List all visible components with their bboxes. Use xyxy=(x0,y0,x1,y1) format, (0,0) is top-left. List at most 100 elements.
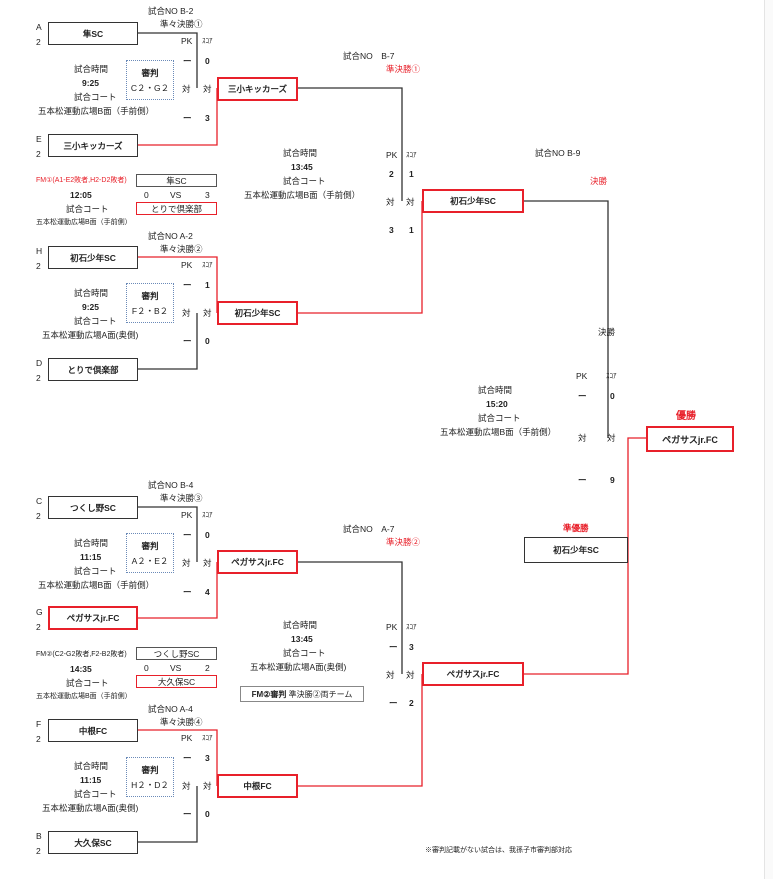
qf3-court-label: 試合コート xyxy=(74,566,117,576)
qf3-bottom-team[interactable]: ペガサスjr.FC xyxy=(48,606,138,630)
qf2-court-label: 試合コート xyxy=(74,316,117,326)
qf3-pk-top: ー xyxy=(183,530,192,540)
qf2-pk-top: ー xyxy=(183,280,192,290)
sf1-round: 準決勝① xyxy=(386,64,421,74)
sf1-time-label: 試合時間 xyxy=(283,148,318,158)
qf1-referee-label: 審判 xyxy=(141,67,159,78)
runnerup-label: 準優勝 xyxy=(563,523,589,533)
sf2-time-label: 試合時間 xyxy=(283,620,318,630)
qf2-pk-header: PK xyxy=(181,260,193,270)
sf1-match-no: 試合NO B-7 xyxy=(343,51,395,61)
fm2-score-a: 0 xyxy=(144,663,149,673)
final-vs-left: 対 xyxy=(578,433,587,443)
qf2-top-seed: H xyxy=(36,246,43,256)
sf1-pk-top: 2 xyxy=(389,169,394,179)
qf1-score-top: 0 xyxy=(205,56,210,66)
sf2-vs-left: 対 xyxy=(386,670,395,680)
qf3-vs-right: 対 xyxy=(203,558,212,568)
qf2-bottom-line xyxy=(138,313,198,370)
qf2-score-bottom: 0 xyxy=(205,336,210,346)
qf3-time: 11:15 xyxy=(80,552,102,562)
final-label: 決勝 xyxy=(598,327,616,337)
qf2-winner[interactable]: 初石少年SC xyxy=(217,301,298,325)
qf4-bottom-seed: B xyxy=(36,831,42,841)
qf2-bottom-seed-n: 2 xyxy=(36,373,41,383)
fm1-team-a[interactable]: 隼SC xyxy=(136,174,217,187)
qf1-score-header: ｽｺｱ xyxy=(202,38,213,45)
qf3-bottom-seed: G xyxy=(36,607,43,617)
qf3-bottom-line xyxy=(138,562,218,619)
qf4-bottom-team[interactable]: 大久保SC xyxy=(48,831,138,854)
fm2-court-label: 試合コート xyxy=(66,678,109,688)
qf4-top-team[interactable]: 中根FC xyxy=(48,719,138,742)
sf2-pk-bottom: ー xyxy=(389,698,398,708)
final-court: 五本松運動広場B面（手前側） xyxy=(440,427,557,437)
qf3-winner[interactable]: ペガサスjr.FC xyxy=(217,550,298,574)
qf2-referee-teams: F２・B２ xyxy=(131,305,169,316)
sf1-vs-right: 対 xyxy=(406,197,415,207)
sf1-court-label: 試合コート xyxy=(283,176,326,186)
qf3-top-seed-n: 2 xyxy=(36,511,41,521)
qf1-pk-header: PK xyxy=(181,36,193,46)
final-score-bottom: 9 xyxy=(610,475,615,485)
sf2-winner[interactable]: ペガサスjr.FC xyxy=(422,662,524,686)
qf1-bottom-seed-n: 2 xyxy=(36,149,41,159)
final-pk-header: PK xyxy=(576,371,588,381)
qf1-top-seed: A xyxy=(36,22,42,32)
qf1-bottom-line xyxy=(138,88,218,146)
qf4-score-bottom: 0 xyxy=(205,809,210,819)
runnerup-team[interactable]: 初石少年SC xyxy=(524,537,628,563)
qf3-referee-label: 審判 xyxy=(141,540,159,551)
qf1-score-bottom: 3 xyxy=(205,113,210,123)
qf1-winner[interactable]: 三小キッカーズ xyxy=(217,77,298,101)
qf1-court-label: 試合コート xyxy=(74,92,117,102)
qf2-top-team[interactable]: 初石少年SC xyxy=(48,246,138,269)
qf3-match-no: 試合NO B-4 xyxy=(148,480,194,490)
final-time-label: 試合時間 xyxy=(478,385,513,395)
qf2-round: 準々決勝② xyxy=(160,244,203,254)
qf3-pk-bottom: ー xyxy=(183,587,192,597)
sf2-score-header: ｽｺｱ xyxy=(406,624,417,631)
champion-team[interactable]: ペガサスjr.FC xyxy=(646,426,734,452)
qf2-top-seed-n: 2 xyxy=(36,261,41,271)
qf1-top-seed-n: 2 xyxy=(36,37,41,47)
fm1-team-b[interactable]: とりで倶楽部 xyxy=(136,202,217,215)
sf1-vs-left: 対 xyxy=(386,197,395,207)
fm2-time: 14:35 xyxy=(70,664,92,674)
qf3-score-bottom: 4 xyxy=(205,587,210,597)
final-vs-right: 対 xyxy=(607,433,616,443)
final-court-label: 試合コート xyxy=(478,413,521,423)
qf1-top-team[interactable]: 隼SC xyxy=(48,22,138,45)
sf1-score-bottom: 1 xyxy=(409,225,414,235)
sf1-pk-bottom: 3 xyxy=(389,225,394,235)
champion-label: 優勝 xyxy=(676,411,696,422)
qf3-round: 準々決勝③ xyxy=(160,493,203,503)
qf4-bottom-seed-n: 2 xyxy=(36,846,41,856)
qf4-top-line xyxy=(138,729,218,786)
qf2-score-top: 1 xyxy=(205,280,210,290)
qf1-vs-right: 対 xyxy=(203,84,212,94)
sf2-pk-top: ー xyxy=(389,642,398,652)
final-score-top: 0 xyxy=(610,391,615,401)
fm2-court: 五本松運動広場B面（手前側） xyxy=(36,693,132,700)
qf1-bottom-team[interactable]: 三小キッカーズ xyxy=(48,134,138,157)
fm2-team-b[interactable]: 大久保SC xyxy=(136,675,217,688)
qf4-match-no: 試合NO A-4 xyxy=(148,704,193,714)
sf2-score-bottom: 2 xyxy=(409,698,414,708)
fm1-time: 12:05 xyxy=(70,190,92,200)
sf2-vs-right: 対 xyxy=(406,670,415,680)
fm2-team-a[interactable]: つくし野SC xyxy=(136,647,217,660)
qf4-winner[interactable]: 中根FC xyxy=(217,774,298,798)
sf2-referee-note: FM②審判 準決勝②両チーム xyxy=(240,686,364,702)
sf1-winner[interactable]: 初石少年SC xyxy=(422,189,524,213)
qf3-top-team[interactable]: つくし野SC xyxy=(48,496,138,519)
qf2-court: 五本松運動広場A面(奥側) xyxy=(42,330,139,340)
sf2-court-label: 試合コート xyxy=(283,648,326,658)
qf4-vs-right: 対 xyxy=(203,781,212,791)
qf4-referee: 審判 H２・D２ xyxy=(126,757,174,797)
qf1-time-label: 試合時間 xyxy=(74,64,109,74)
sf2-score-top: 3 xyxy=(409,642,414,652)
final-bottom-line xyxy=(524,437,646,675)
qf2-vs-left: 対 xyxy=(182,308,191,318)
qf2-bottom-team[interactable]: とりで倶楽部 xyxy=(48,358,138,381)
